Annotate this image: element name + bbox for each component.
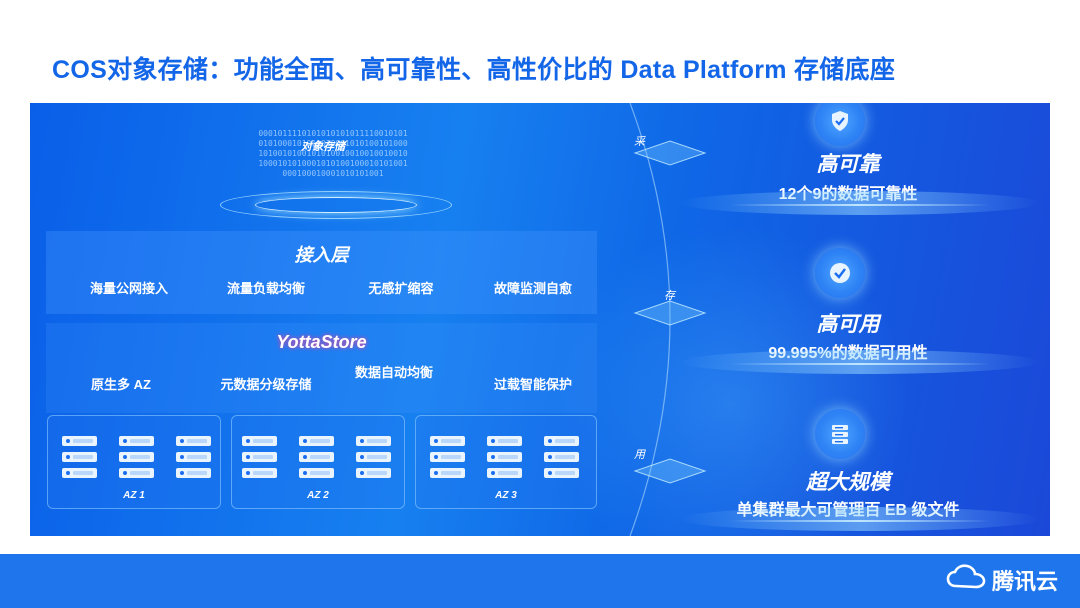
feature-base-line	[730, 363, 990, 365]
yotta-item: 数据自动均衡	[354, 365, 433, 380]
feature-title: 高可靠	[816, 153, 880, 176]
az-label: AZ 3	[495, 490, 517, 501]
feature-base	[680, 191, 1040, 215]
flow-label-store: 存	[664, 290, 675, 302]
storage-ring-outer	[220, 191, 452, 219]
az-block: AZ 3	[415, 415, 597, 509]
flow-label-collect: 采	[634, 136, 645, 148]
slide-title: COS对象存储：功能全面、高可靠性、高性价比的 Data Platform 存储…	[52, 56, 896, 84]
access-layer: 接入层 海量公网接入 流量负载均衡 无感扩缩容 故障监测自愈	[46, 231, 597, 314]
flow-diamonds	[633, 140, 707, 484]
storage-ring-inner	[255, 197, 417, 213]
feature-title: 超大规模	[806, 471, 890, 494]
access-item: 流量负载均衡	[226, 281, 305, 296]
access-layer-title: 接入层	[294, 245, 349, 265]
yottastore-title: YottaStore	[276, 332, 367, 352]
brand: 腾讯云	[946, 564, 1058, 596]
az-block: AZ 2	[231, 415, 405, 509]
access-item: 无感扩缩容	[368, 281, 434, 296]
architecture-panel: 0001011110101010101011110010101 01010001…	[30, 103, 1050, 536]
az-label: AZ 1	[123, 490, 145, 501]
feature-base-line	[730, 520, 990, 522]
az-label: AZ 2	[307, 490, 329, 501]
binary-text: 0001011110101010101011110010101 01010001…	[258, 129, 408, 178]
yotta-item: 过载智能保护	[493, 377, 572, 392]
yottastore-layer: YottaStore 原生多 AZ 元数据分级存储 数据自动均衡 过载智能保护	[46, 323, 597, 413]
yotta-item: 原生多 AZ	[91, 377, 151, 392]
feature-title: 高可用	[816, 313, 880, 336]
cloud-logo-icon	[946, 564, 986, 596]
feature-base	[680, 507, 1040, 531]
access-item: 故障监测自愈	[493, 281, 572, 296]
access-item: 海量公网接入	[89, 281, 168, 296]
circle-check-icon	[815, 248, 865, 298]
shield-check-icon	[815, 103, 865, 146]
yotta-item: 元数据分级存储	[220, 377, 312, 392]
object-storage-label: 对象存储	[301, 141, 345, 153]
feature-base	[680, 350, 1040, 374]
feature-base-line	[730, 204, 990, 206]
az-block: AZ 1	[47, 415, 221, 509]
flow-label-use: 用	[634, 449, 645, 461]
footer-bar: 腾讯云	[0, 554, 1080, 608]
flow-arc	[629, 103, 671, 536]
server-rack-icon	[815, 409, 865, 459]
brand-name: 腾讯云	[991, 569, 1058, 594]
